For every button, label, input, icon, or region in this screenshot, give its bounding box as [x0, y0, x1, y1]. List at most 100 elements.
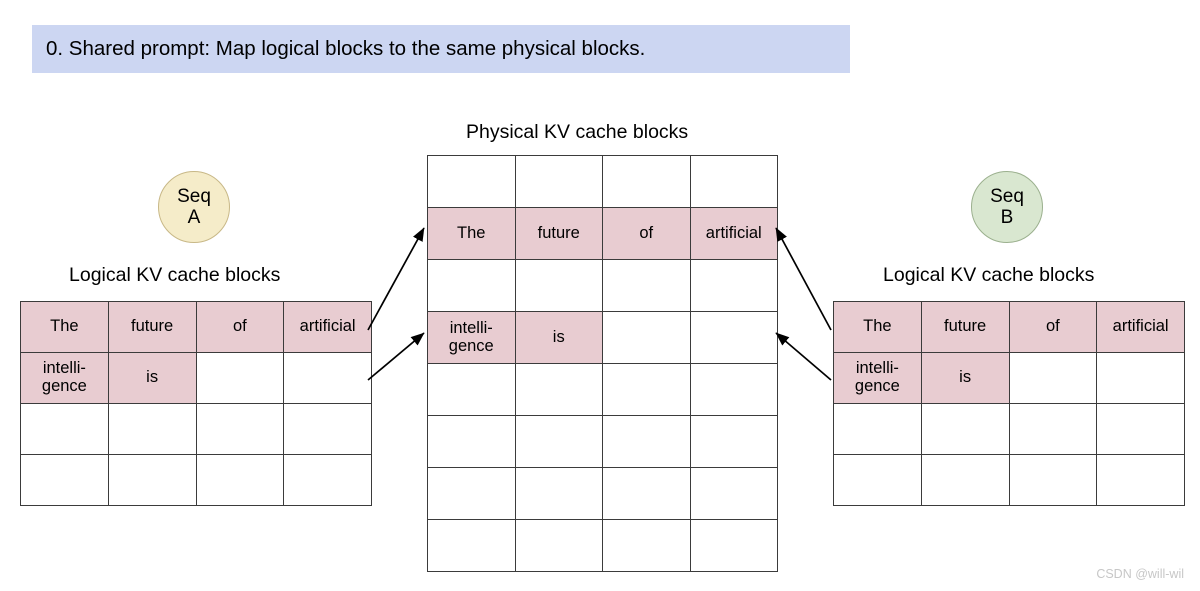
- seq-a-cell-r1-c2: [195, 352, 285, 404]
- physical-row: [427, 519, 778, 572]
- physical-cell-r7-c3: [689, 519, 778, 572]
- seq-b-badge: Seq B: [971, 171, 1043, 243]
- seq-a-logical-body: The future of artificial intelli- gence is: [20, 301, 372, 506]
- physical-cell-r0-c3: [689, 155, 778, 208]
- arrow-seq-b-row0-to-physical-row1: [775, 227, 832, 331]
- physical-cell-r7-c2: [602, 519, 691, 572]
- seq-b-cell-r2-c1: [920, 403, 1010, 455]
- seq-a-caption: Logical KV cache blocks: [69, 264, 281, 286]
- seq-b-cell-r0-c0: The: [833, 301, 922, 353]
- physical-cell-r4-c2: [602, 363, 691, 416]
- seq-b-cell-r3-c2: [1008, 454, 1098, 506]
- physical-row: The future of artificial: [427, 207, 778, 260]
- physical-caption: Physical KV cache blocks: [466, 121, 689, 143]
- seq-a-cell-text: future: [131, 317, 174, 336]
- seq-a-badge-line1: Seq: [177, 185, 211, 207]
- seq-a-cell-text: The: [50, 317, 79, 336]
- seq-b-badge-line2: B: [1000, 207, 1014, 228]
- physical-row: intelli- gence is: [427, 311, 778, 364]
- physical-kv-body: The future of artificial intelli- gence is: [427, 155, 778, 572]
- arrow-seq-b-row1-to-physical-row3: [775, 332, 832, 381]
- seq-b-cell-r3-c1: [920, 454, 1010, 506]
- physical-cell-r4-c3: [689, 363, 778, 416]
- seq-b-cell-r0-c1: future: [920, 301, 1010, 353]
- physical-cell-r6-c1: [514, 467, 603, 520]
- physical-cell-r4-c0: [427, 363, 516, 416]
- seq-a-logical-table: The future of artificial intelli- gence is: [20, 301, 372, 506]
- seq-a-cell-r3-c2: [195, 454, 285, 506]
- physical-row: [427, 415, 778, 468]
- seq-b-logical-body: The future of artificial intelli- gence is: [833, 301, 1185, 506]
- physical-cell-text: intelli- gence: [448, 318, 494, 355]
- physical-row: [427, 467, 778, 520]
- seq-a-cell-r3-c1: [107, 454, 197, 506]
- physical-cell-text: artificial: [705, 223, 762, 242]
- seq-a-cell-r2-c3: [283, 403, 372, 455]
- seq-a-cell-text: is: [146, 368, 159, 387]
- seq-a-row: [20, 454, 372, 506]
- seq-b-cell-text: is: [959, 368, 972, 387]
- physical-row: [427, 155, 778, 208]
- seq-a-row: intelli- gence is: [20, 352, 372, 404]
- seq-b-cell-text: The: [863, 317, 892, 336]
- seq-b-cell-text: future: [944, 317, 987, 336]
- seq-a-badge-line2: A: [187, 207, 201, 228]
- seq-a-row: [20, 403, 372, 455]
- physical-cell-r1-c1: future: [514, 207, 603, 260]
- seq-b-cell-r0-c2: of: [1008, 301, 1098, 353]
- physical-cell-r4-c1: [514, 363, 603, 416]
- physical-cell-text: future: [537, 223, 580, 242]
- physical-cell-r7-c1: [514, 519, 603, 572]
- seq-a-cell-r2-c0: [20, 403, 109, 455]
- seq-b-logical-table: The future of artificial intelli- gence is: [833, 301, 1185, 506]
- seq-b-cell-text: artificial: [1112, 317, 1169, 336]
- seq-b-row: [833, 454, 1185, 506]
- seq-b-cell-r1-c3: [1096, 352, 1185, 404]
- physical-cell-r0-c2: [602, 155, 691, 208]
- watermark: CSDN @will-wil: [1096, 567, 1184, 581]
- physical-cell-r6-c2: [602, 467, 691, 520]
- seq-a-cell-r1-c0: intelli- gence: [20, 352, 109, 404]
- seq-a-cell-r3-c0: [20, 454, 109, 506]
- physical-cell-text: of: [639, 223, 654, 242]
- physical-cell-r2-c2: [602, 259, 691, 312]
- seq-a-cell-text: artificial: [299, 317, 356, 336]
- physical-row: [427, 259, 778, 312]
- arrow-seq-a-row0-to-physical-row1: [367, 227, 425, 331]
- physical-cell-text: is: [552, 327, 565, 346]
- physical-cell-r3-c3: [689, 311, 778, 364]
- seq-b-row: The future of artificial: [833, 301, 1185, 353]
- seq-b-cell-text: intelli- gence: [854, 359, 900, 395]
- seq-a-cell-r1-c3: [283, 352, 372, 404]
- physical-cell-r1-c3: artificial: [689, 207, 778, 260]
- seq-b-cell-r1-c0: intelli- gence: [833, 352, 922, 404]
- seq-b-caption: Logical KV cache blocks: [883, 264, 1095, 286]
- physical-cell-r3-c2: [602, 311, 691, 364]
- seq-b-cell-r1-c1: is: [920, 352, 1010, 404]
- physical-cell-r6-c3: [689, 467, 778, 520]
- seq-b-row: intelli- gence is: [833, 352, 1185, 404]
- seq-b-badge-line1: Seq: [990, 185, 1024, 207]
- physical-cell-r2-c0: [427, 259, 516, 312]
- seq-b-cell-r3-c3: [1096, 454, 1185, 506]
- physical-cell-r5-c0: [427, 415, 516, 468]
- seq-a-cell-text: intelli- gence: [41, 359, 87, 395]
- seq-b-cell-r2-c2: [1008, 403, 1098, 455]
- physical-cell-r7-c0: [427, 519, 516, 572]
- seq-a-cell-r0-c3: artificial: [283, 301, 372, 353]
- physical-cell-r5-c1: [514, 415, 603, 468]
- physical-cell-r5-c2: [602, 415, 691, 468]
- seq-a-cell-r3-c3: [283, 454, 372, 506]
- seq-b-cell-r1-c2: [1008, 352, 1098, 404]
- seq-a-cell-r2-c2: [195, 403, 285, 455]
- physical-cell-r2-c3: [689, 259, 778, 312]
- seq-a-row: The future of artificial: [20, 301, 372, 353]
- seq-b-cell-text: of: [1045, 317, 1060, 336]
- physical-cell-r1-c2: of: [602, 207, 691, 260]
- physical-cell-r1-c0: The: [427, 207, 516, 260]
- seq-a-cell-text: of: [232, 317, 247, 336]
- physical-cell-r6-c0: [427, 467, 516, 520]
- physical-cell-r0-c0: [427, 155, 516, 208]
- physical-cell-r3-c0: intelli- gence: [427, 311, 516, 364]
- seq-b-cell-r0-c3: artificial: [1096, 301, 1185, 353]
